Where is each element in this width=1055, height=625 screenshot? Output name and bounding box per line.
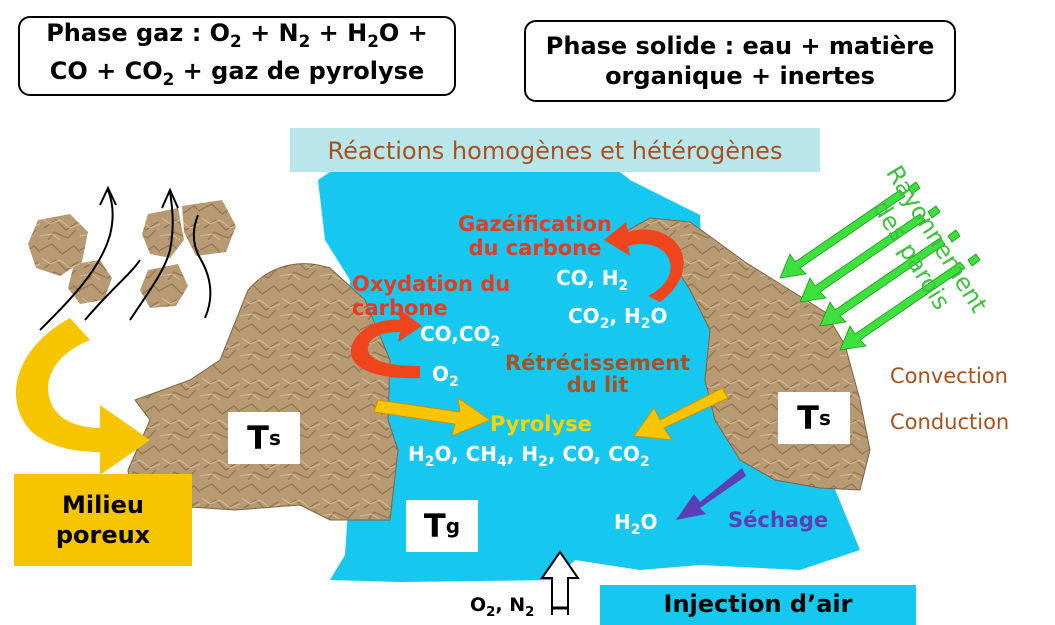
porous-medium-line2: poreux: [55, 521, 151, 549]
gas-phase-line2: CO + CO2 + gaz de pyrolyse: [49, 57, 425, 89]
air-injection-box: [600, 585, 916, 625]
drying-water: H2O: [614, 510, 658, 538]
pyrolysis-label: Pyrolyse: [490, 412, 592, 436]
oxidation-line1: Oxydation du: [352, 272, 511, 296]
shrinkage-label: Rétrécissement du lit: [505, 352, 690, 396]
convection-label: Convection: [890, 364, 1008, 388]
radiation-arrows: [779, 181, 981, 351]
oxidation-line2: carbone: [352, 296, 448, 320]
reactions-banner: Réactions homogènes et hétérogènes: [327, 137, 783, 165]
air-inputs: O2, N2: [470, 594, 535, 620]
shrinkage-line1: Rétrécissement: [505, 351, 691, 375]
gas-region: [318, 137, 860, 583]
porous-medium-line1: Milieu: [62, 491, 144, 519]
pyrolysis-arrow-right: [633, 387, 729, 441]
gasification-reactants: CO2, H2O: [568, 304, 668, 332]
flow-line-3-head: [161, 187, 179, 209]
oxidation-label: Oxydation du carbone: [352, 272, 510, 320]
oxidation-arrow: [350, 308, 422, 379]
air-injection-arrow: [540, 550, 580, 615]
pyrolysis-products: H2O, CH4, H2, CO, CO2: [408, 442, 650, 470]
conduction-label: Conduction: [890, 410, 1010, 434]
small-particle-4: [182, 200, 236, 256]
pyrolysis-arrow-left: [373, 396, 492, 437]
drying-arrow: [676, 468, 746, 520]
drying-label: Séchage: [728, 508, 829, 532]
porous-medium-box: Milieu poreux: [14, 474, 192, 566]
gasification-line2: du carbone: [468, 236, 602, 260]
shrinkage-line2: du lit: [566, 373, 629, 397]
flow-line-1: [39, 189, 114, 331]
gasification-line1: Gazéification: [458, 212, 612, 236]
solid-phase-line1: Phase solide : eau + matière: [545, 32, 935, 60]
solid-phase-box: Phase solide : eau + matière organique +…: [524, 20, 956, 102]
solid-phase-line2: organique + inertes: [605, 62, 875, 90]
gas-phase-line1: Phase gaz : O2 + N2 + H2O +: [46, 19, 428, 51]
flow-line-3: [129, 191, 174, 321]
small-particle-3: [142, 208, 184, 258]
small-particle-2: [68, 260, 112, 304]
flow-line-2: [84, 259, 141, 321]
air-injection-label: Injection d’air: [663, 590, 853, 618]
gas-phase-box: Phase gaz : O2 + N2 + H2O + CO + CO2 + g…: [18, 16, 456, 96]
gasification-products: CO, H2: [556, 266, 629, 294]
small-particle-5: [140, 264, 188, 308]
flow-line-1-head: [99, 185, 117, 206]
porous-medium-arrow: [15, 318, 150, 475]
left-solid-particle: [127, 263, 399, 521]
gasification-label: Gazéification du carbone: [458, 212, 612, 260]
oxidation-products: CO,CO2: [420, 322, 501, 350]
small-particle-1: [28, 214, 88, 276]
flow-line-4: [192, 214, 212, 319]
oxidation-reactant: O2: [432, 362, 459, 390]
gasification-arrow: [604, 222, 684, 302]
reactions-banner-bg: [290, 128, 820, 172]
